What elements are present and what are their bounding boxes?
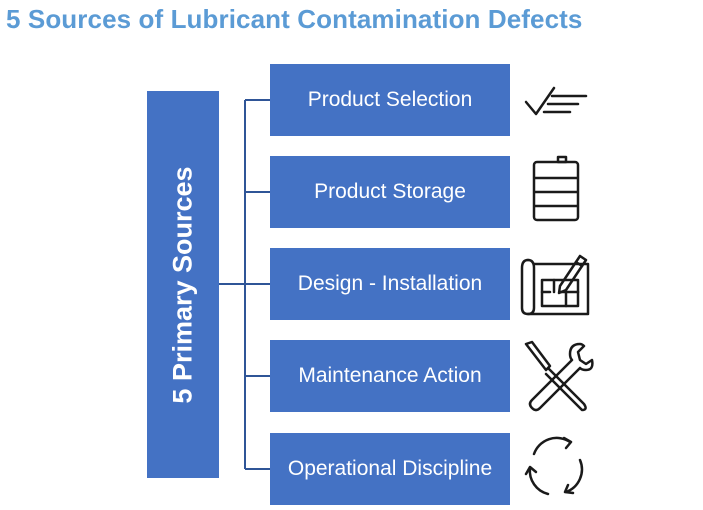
oil-drum-icon (518, 152, 594, 228)
checklist-icon (518, 62, 594, 138)
source-box-design-installation: Design - Installation (270, 248, 510, 320)
primary-sources-bar: 5 Primary Sources (147, 91, 219, 478)
source-box-product-selection: Product Selection (270, 64, 510, 136)
page-title: 5 Sources of Lubricant Contamination Def… (6, 4, 583, 34)
cycle-arrows-icon (518, 430, 594, 506)
source-label: Design - Installation (297, 272, 483, 295)
source-label: Maintenance Action (298, 364, 482, 387)
source-box-operational-discipline: Operational Discipline (270, 433, 510, 505)
source-label: Product Storage (314, 180, 466, 203)
source-box-product-storage: Product Storage (270, 156, 510, 228)
source-box-maintenance-action: Maintenance Action (270, 340, 510, 412)
blueprint-pencil-icon (518, 246, 594, 322)
wrench-screwdriver-icon (518, 338, 594, 414)
source-label: Operational Discipline (287, 457, 493, 480)
source-label: Product Selection (307, 88, 473, 111)
